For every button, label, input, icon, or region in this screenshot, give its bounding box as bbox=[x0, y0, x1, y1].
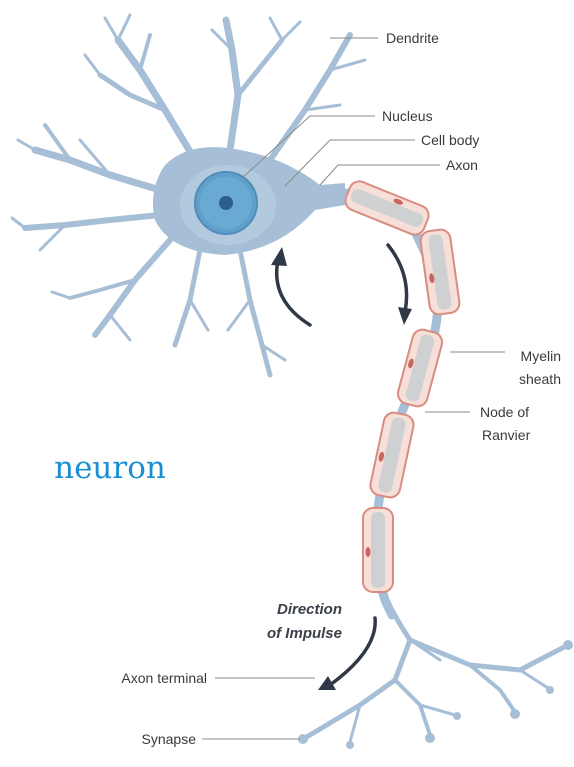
myelin-sheath bbox=[342, 178, 460, 592]
label-direction-line1: Direction bbox=[277, 601, 342, 618]
label-direction-line2: of Impulse bbox=[267, 625, 342, 642]
axon-terminals bbox=[305, 610, 568, 742]
label-myelin-line1: Myelin bbox=[521, 348, 561, 364]
label-node-line2: Ranvier bbox=[482, 427, 531, 443]
diagram-title: neuron bbox=[54, 450, 166, 486]
label-nucleus: Nucleus bbox=[382, 108, 433, 124]
label-dendrite: Dendrite bbox=[386, 30, 439, 46]
label-cell-body: Cell body bbox=[421, 132, 479, 148]
label-myelin-line2: sheath bbox=[519, 371, 561, 387]
label-axon: Axon bbox=[446, 157, 478, 173]
nucleolus bbox=[219, 196, 233, 210]
label-axon-terminal: Axon terminal bbox=[121, 670, 207, 686]
label-node-line1: Node of bbox=[480, 404, 529, 420]
label-synapse: Synapse bbox=[142, 731, 197, 747]
